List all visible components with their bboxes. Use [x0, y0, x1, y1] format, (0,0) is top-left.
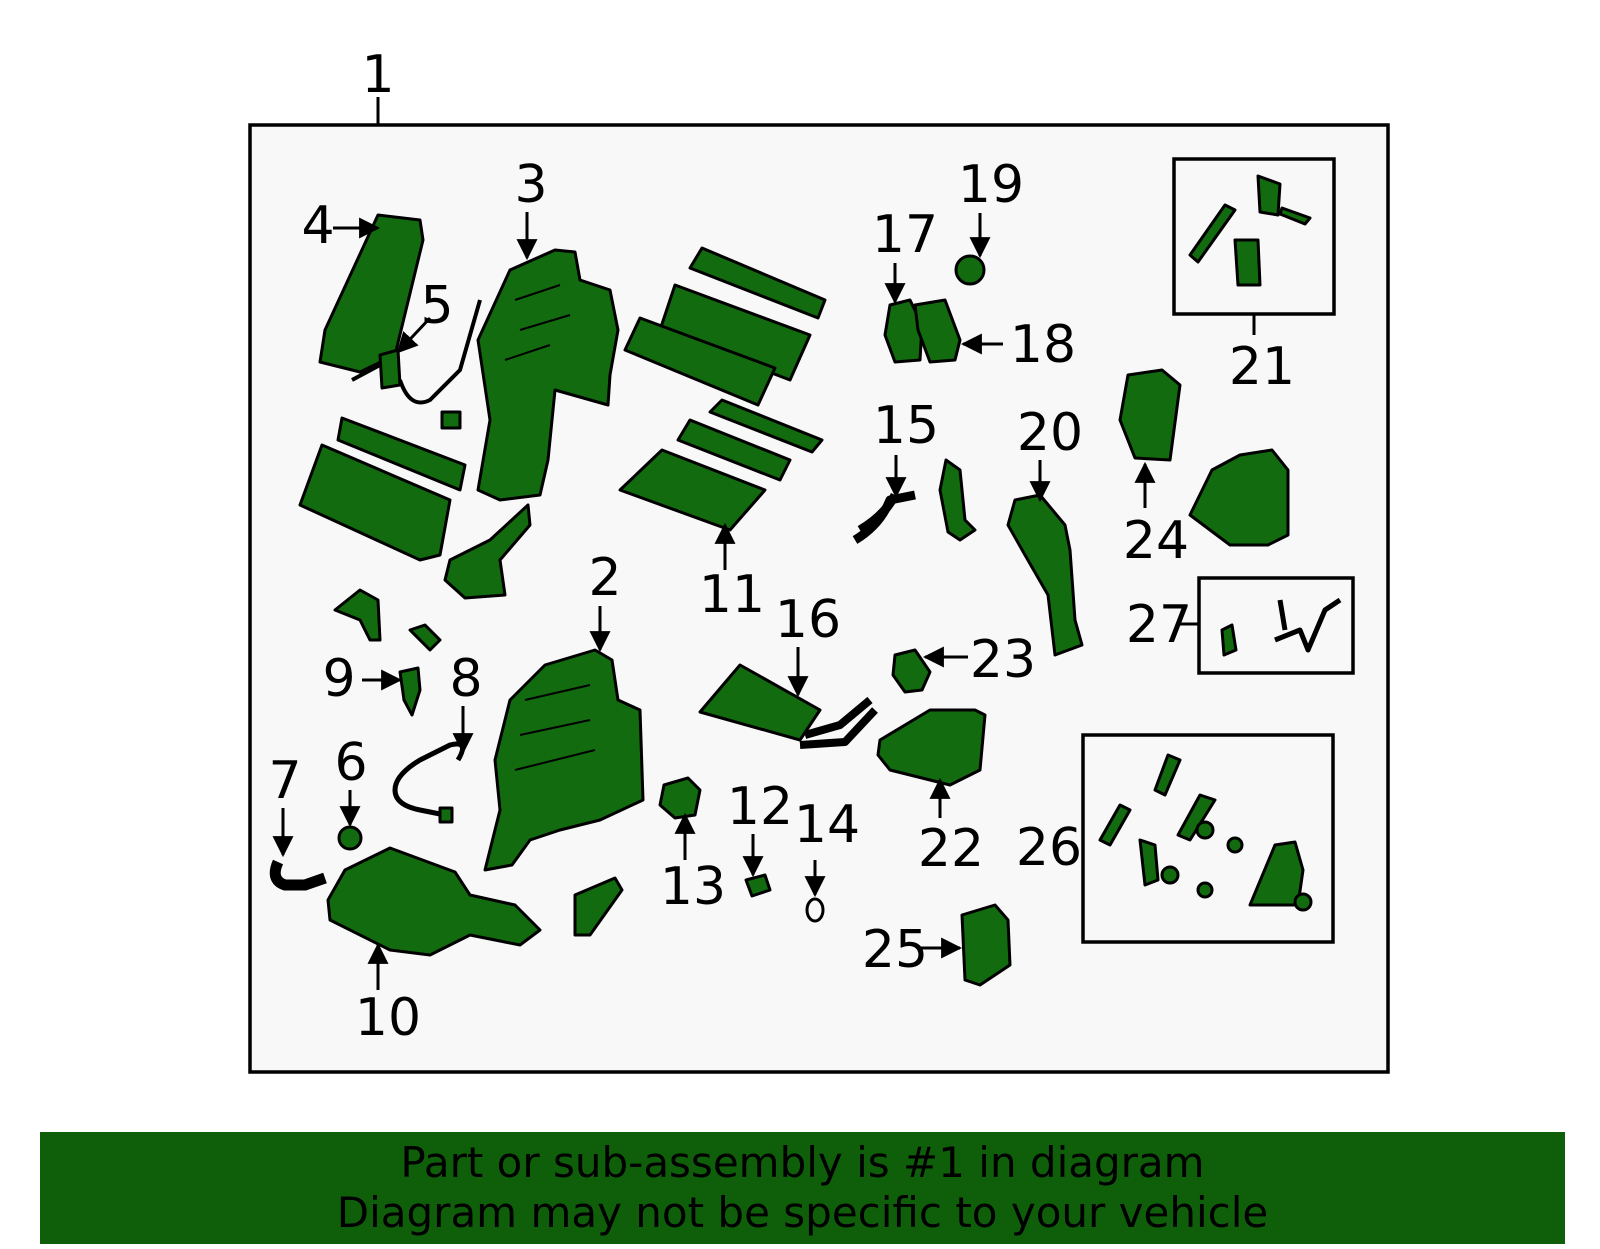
callout-18: 18 — [1010, 315, 1076, 375]
part-27-clip — [1220, 623, 1238, 657]
callout-19: 19 — [958, 155, 1024, 215]
part-15-pipe — [852, 490, 916, 544]
callout-15: 15 — [873, 396, 939, 456]
part-10-lower-case — [326, 846, 542, 957]
callout-25: 25 — [862, 920, 928, 980]
part-13-motor — [658, 776, 702, 820]
part-3-upper-housing — [476, 248, 620, 502]
callout-21: 21 — [1229, 337, 1295, 397]
part-blower-motor — [1188, 448, 1290, 547]
part-11-filter-low-a — [708, 398, 824, 454]
part-26-screw-c — [1160, 865, 1180, 885]
part-19-grommet — [954, 254, 986, 286]
callout-11: 11 — [699, 565, 765, 625]
part-6-grommet — [337, 825, 363, 851]
callout-6: 6 — [334, 733, 367, 793]
part-11-filter-low-b — [676, 418, 792, 482]
callout-24: 24 — [1123, 511, 1189, 571]
part-24-actuator — [1118, 368, 1182, 462]
part-clip-upper — [408, 623, 442, 652]
part-14-oring — [805, 897, 825, 923]
part-26-screw-a — [1195, 820, 1215, 840]
part-26-screw-d — [1196, 881, 1214, 899]
callout-9: 9 — [322, 649, 355, 709]
banner-line-2: Diagram may not be specific to your vehi… — [336, 1188, 1269, 1237]
part-20-duct — [1006, 493, 1084, 657]
part-11-filter-mid-a — [658, 283, 812, 382]
callout-3: 3 — [514, 155, 547, 215]
part-26-gear-plate — [1248, 840, 1305, 907]
part-7-hose — [269, 859, 327, 891]
part-26-screw-b — [1226, 836, 1244, 854]
part-21-piece-c — [1256, 174, 1282, 217]
part-21-piece-d — [1278, 206, 1312, 226]
callout-16: 16 — [775, 590, 841, 650]
callout-5: 5 — [420, 276, 453, 336]
callout-2: 2 — [588, 548, 621, 608]
callout-10: 10 — [355, 988, 421, 1048]
callout-22: 22 — [918, 819, 984, 879]
part-filter-frame-a — [336, 416, 467, 492]
callout-1: 1 — [361, 45, 394, 105]
banner-line-1: Part or sub-assembly is #1 in diagram — [400, 1138, 1205, 1187]
part-5-actuator — [378, 348, 402, 390]
part-21-piece-a — [1188, 203, 1237, 264]
part-23-actuator — [891, 648, 932, 694]
part-26-link-b — [1098, 803, 1132, 847]
callout-13: 13 — [660, 857, 726, 917]
part-clip-small — [440, 410, 462, 430]
part-11-filter-top — [688, 246, 827, 320]
part-27-wire — [1274, 597, 1342, 653]
callout-8: 8 — [449, 649, 482, 709]
callout-20: 20 — [1017, 403, 1083, 463]
part-8-connector — [438, 806, 454, 824]
part-16-pipes — [799, 696, 878, 749]
callout-14: 14 — [794, 795, 860, 855]
part-9-sensor — [398, 666, 422, 717]
disclaimer-banner: Part or sub-assembly is #1 in diagram Di… — [40, 1132, 1565, 1244]
part-26-cap — [1293, 892, 1313, 912]
part-17-bracket — [883, 298, 924, 364]
callout-12: 12 — [727, 777, 793, 837]
callout-17: 17 — [872, 205, 938, 265]
part-bracket-upper — [333, 588, 382, 642]
part-22-duct — [876, 708, 987, 787]
part-18-bracket — [913, 298, 962, 364]
part-26-link-d — [1138, 838, 1160, 887]
callout-27: 27 — [1126, 595, 1192, 655]
part-2-lower-housing — [483, 648, 645, 872]
part-25-module — [960, 903, 1012, 987]
part-11-filter-mid-b — [623, 316, 777, 407]
part-seal — [938, 458, 977, 542]
part-5-wire — [351, 299, 482, 405]
callout-4: 4 — [301, 196, 334, 256]
callout-7: 7 — [268, 751, 301, 811]
part-bracket-small — [443, 503, 532, 600]
part-seal-strip — [573, 876, 624, 937]
subassembly-box-26 — [1081, 733, 1335, 944]
part-26-link-c — [1176, 793, 1217, 842]
part-21-piece-b — [1233, 238, 1262, 287]
callout-26: 26 — [1016, 818, 1082, 878]
part-filter-frame-b — [298, 443, 452, 562]
part-26-link-a — [1153, 753, 1182, 797]
callout-23: 23 — [970, 630, 1036, 690]
